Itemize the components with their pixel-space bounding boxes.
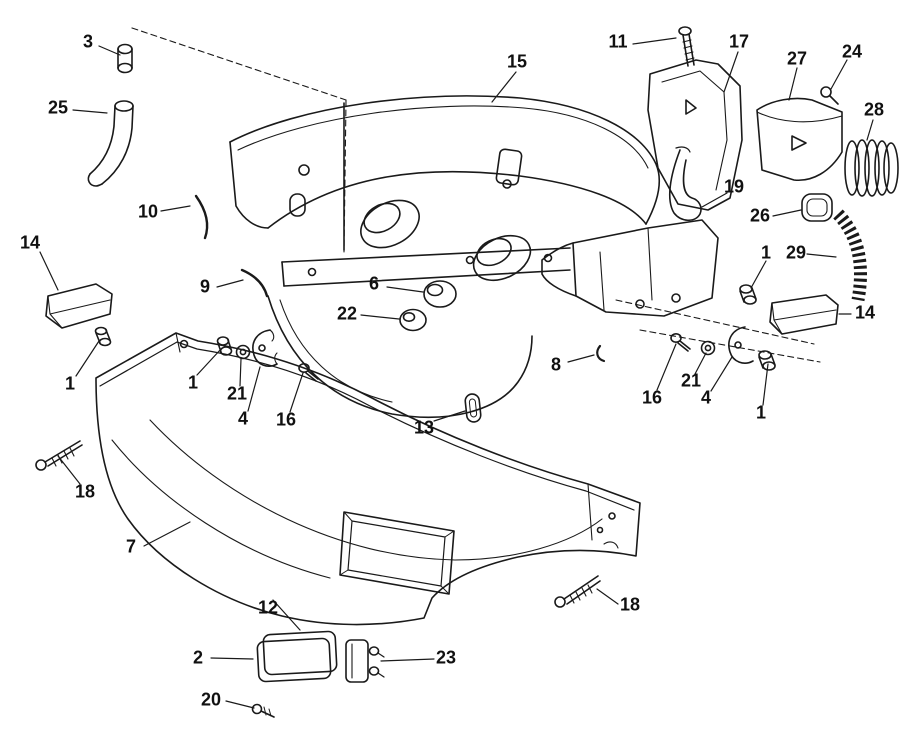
callout-27: 27	[786, 48, 808, 69]
part-6-grommet	[423, 280, 457, 308]
part-3-bushing	[117, 43, 133, 74]
part-13-seal	[464, 393, 482, 423]
part-24-screw	[820, 86, 839, 105]
part-19-hook	[668, 146, 702, 222]
part-2-plate	[256, 630, 338, 683]
callout-16-right: 16	[641, 387, 663, 408]
mount-tube-front	[360, 199, 420, 249]
part-1-bushing-right-lower	[758, 350, 776, 371]
callout-10: 10	[137, 201, 159, 222]
part-18-bolt-left	[35, 440, 83, 471]
part-29-ribbed-tube	[833, 209, 867, 302]
callout-11: 11	[608, 31, 628, 52]
callout-4-right: 4	[700, 387, 712, 408]
callout-1-far-left: 1	[64, 373, 76, 394]
callout-20: 20	[200, 689, 222, 710]
callout-4-left: 4	[237, 408, 249, 429]
part-27-intake-box	[756, 97, 843, 181]
part-21-washer-right	[700, 340, 716, 356]
callout-25: 25	[47, 97, 69, 118]
part-9-seal-strip	[240, 268, 269, 298]
part-4-clip-right	[728, 326, 754, 364]
callout-8: 8	[550, 354, 562, 375]
callout-1-mid-left: 1	[187, 372, 199, 393]
part-14-left-block	[45, 283, 113, 329]
callout-24: 24	[841, 41, 863, 62]
part-23-latch-bracket	[345, 639, 385, 683]
callout-13: 13	[413, 417, 435, 438]
callout-9: 9	[199, 276, 211, 297]
part-4-clip-left	[252, 329, 278, 367]
callout-7: 7	[125, 536, 137, 557]
part-8-pin	[596, 344, 606, 363]
callout-17: 17	[728, 31, 750, 52]
callout-19: 19	[723, 176, 745, 197]
part-15-inner-cover	[229, 95, 660, 418]
part-18-bolt-right	[554, 575, 601, 608]
part-25-tube	[87, 100, 134, 187]
callout-6: 6	[368, 273, 380, 294]
leader-lines	[39, 37, 874, 709]
callout-28: 28	[863, 99, 885, 120]
part-7-lower-cowl	[95, 332, 641, 626]
callout-18-right: 18	[619, 594, 641, 615]
callout-26: 26	[749, 205, 771, 226]
callout-23: 23	[435, 647, 457, 668]
part-16-screw-left	[298, 362, 319, 382]
callout-15: 15	[506, 51, 528, 72]
part-1-bushing-right-upper	[739, 284, 757, 305]
part-10-seal-strip	[194, 194, 209, 240]
callout-21-left: 21	[226, 383, 248, 404]
part-11-bolt	[678, 26, 695, 67]
mount-tube-rear	[472, 234, 532, 282]
part-26-gasket	[801, 193, 833, 222]
callout-16-left: 16	[275, 409, 297, 430]
callout-1-right-lower: 1	[755, 402, 767, 423]
part-16-screw-right	[670, 332, 691, 352]
callout-22: 22	[336, 303, 358, 324]
callout-14-left: 14	[19, 232, 41, 253]
alignment-dashed-lines	[131, 27, 821, 363]
callout-29: 29	[785, 242, 807, 263]
callout-1-right-upper: 1	[760, 242, 772, 263]
callout-12: 12	[257, 597, 279, 618]
part-22-grommet	[399, 308, 427, 332]
callout-2: 2	[192, 647, 204, 668]
steering-bracket	[541, 219, 719, 317]
callout-21-right: 21	[680, 370, 702, 391]
part-14-right-block	[769, 294, 839, 335]
callout-14-right: 14	[854, 302, 876, 323]
part-1-bushing-left	[94, 326, 112, 347]
callout-3: 3	[82, 31, 94, 52]
part-20-screw	[251, 703, 275, 718]
callout-18-left: 18	[74, 481, 96, 502]
part-28-bellows	[844, 139, 899, 197]
